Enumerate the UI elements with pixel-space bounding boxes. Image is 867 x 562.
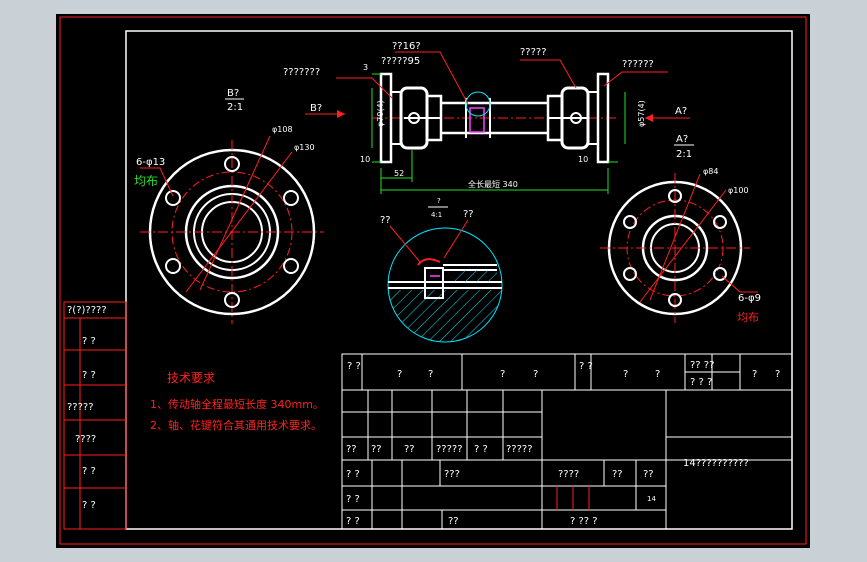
dim-10-left: 10 bbox=[360, 155, 370, 164]
even-note-b: 均布 bbox=[134, 174, 158, 188]
strip-label-3: ????? bbox=[67, 402, 94, 413]
tb-r3-4: ? ? bbox=[474, 444, 488, 455]
strip-label-0: ?(?)???? bbox=[67, 305, 107, 316]
detail-label-right: ?? bbox=[463, 209, 474, 220]
view-a-scale: 2:1 bbox=[676, 149, 692, 160]
dim-left-dia: φ70(4) bbox=[376, 100, 385, 127]
notes-line-1: 1、传动轴全程最短长度 340mm。 bbox=[150, 397, 324, 411]
dim-right-dia: φ57(4) bbox=[637, 100, 646, 127]
tb-r5: ? ? bbox=[346, 494, 360, 505]
view-a-arrow-label: A? bbox=[675, 106, 687, 117]
tb-r1-11: ? bbox=[775, 369, 780, 380]
detail-scale: 4:1 bbox=[431, 211, 442, 219]
tb-r1-7: ? bbox=[655, 369, 660, 380]
tb-ratio: ?? bbox=[643, 469, 654, 480]
title-block-text: ? ? ? ? ? ? ? ? ? ? ?? ?? ? ? ? ? ? ?? ?… bbox=[346, 360, 780, 527]
tb-r6b: ?? bbox=[448, 516, 459, 527]
dim-phi84: φ84 bbox=[703, 167, 718, 176]
label-part-name: ?????95 bbox=[381, 56, 420, 67]
tb-r3-5: ????? bbox=[506, 444, 533, 455]
technical-notes: 技术要求 1、传动轴全程最短长度 340mm。 2、轴、花键符合其通用技术要求。 bbox=[150, 371, 324, 432]
dim-phi130: φ130 bbox=[294, 143, 315, 152]
outer-border bbox=[59, 16, 807, 545]
even-note-a: 均布 bbox=[737, 311, 759, 324]
tb-r3-0: ?? bbox=[346, 444, 357, 455]
label-top-right: ????? bbox=[520, 47, 547, 58]
tb-r1-5: ? ? bbox=[579, 361, 593, 372]
tb-r3-3: ????? bbox=[436, 444, 463, 455]
tb-sheet: ? ?? ? bbox=[570, 516, 598, 527]
detail-label-left: ?? bbox=[380, 215, 391, 226]
view-a-title: A? bbox=[676, 134, 688, 145]
tb-r1-2: ? bbox=[428, 369, 433, 380]
strip-label-2: ? ? bbox=[82, 370, 96, 381]
holes-note-b: 6-φ13 bbox=[136, 157, 165, 168]
tb-r1-10: ? bbox=[752, 369, 757, 380]
label-right-flange: ?????? bbox=[622, 59, 654, 70]
tb-r4b: ??? bbox=[444, 469, 460, 480]
tb-r1-8: ?? ?? bbox=[690, 360, 714, 371]
tb-r1-1: ? bbox=[397, 369, 402, 380]
flange-view-a: A? 2:1 φ84 φ100 6-φ9 均布 bbox=[600, 134, 761, 324]
view-b-title: B? bbox=[227, 88, 239, 99]
tb-r4a: ? ? bbox=[346, 469, 360, 480]
strip-label-6: ? ? bbox=[82, 500, 96, 511]
dim-3: 3 bbox=[363, 63, 368, 72]
flange-view-b: B? 2:1 φ108 φ130 6-φ13 均布 bbox=[134, 88, 324, 324]
tb-r1-4: ? bbox=[533, 369, 538, 380]
binding-strip: ?(?)???? ? ? ? ? ????? ???? ? ? ? ? bbox=[63, 301, 127, 530]
view-b-scale: 2:1 bbox=[227, 102, 243, 113]
tb-name: 14?????????? bbox=[683, 458, 749, 469]
dim-52: 52 bbox=[394, 169, 404, 178]
notes-title: 技术要求 bbox=[167, 371, 215, 385]
strip-label-4: ???? bbox=[75, 434, 96, 445]
notes-line-2: 2、轴、花键符合其通用技术要求。 bbox=[150, 418, 322, 432]
tb-weight: ?? bbox=[612, 469, 623, 480]
drive-shaft-view: 3 φ70(4) φ57(4) 10 52 10 全长最短 340 ??16? … bbox=[283, 41, 690, 194]
dim-phi100: φ100 bbox=[728, 186, 749, 195]
stage-marks bbox=[556, 486, 590, 510]
total-length: 全长最短 340 bbox=[468, 179, 518, 189]
holes-note-a: 6-φ9 bbox=[738, 293, 761, 304]
tb-stage: ???? bbox=[558, 469, 579, 480]
tb-r1-0: ? ? bbox=[347, 361, 361, 372]
dim-10-right: 10 bbox=[578, 155, 588, 164]
strip-label-1: ? ? bbox=[82, 336, 96, 347]
detail-title: ? bbox=[437, 197, 441, 205]
view-b-arrow-label: B? bbox=[310, 103, 322, 114]
strip-label-5: ? ? bbox=[82, 466, 96, 477]
dim-phi108: φ108 bbox=[272, 125, 293, 134]
tb-r1-3: ? bbox=[500, 369, 505, 380]
label-left-flange: ??????? bbox=[283, 67, 320, 78]
tb-r3-2: ?? bbox=[404, 444, 415, 455]
title-block bbox=[341, 353, 793, 530]
label-part-count: ??16? bbox=[392, 41, 421, 52]
tb-r1-6: ? bbox=[623, 369, 628, 380]
tb-r1-9: ? ? ? bbox=[690, 377, 712, 388]
tb-r6a: ? ? bbox=[346, 516, 360, 527]
tb-r3-1: ?? bbox=[371, 444, 382, 455]
tb-ratio-value: 14 bbox=[647, 495, 656, 503]
